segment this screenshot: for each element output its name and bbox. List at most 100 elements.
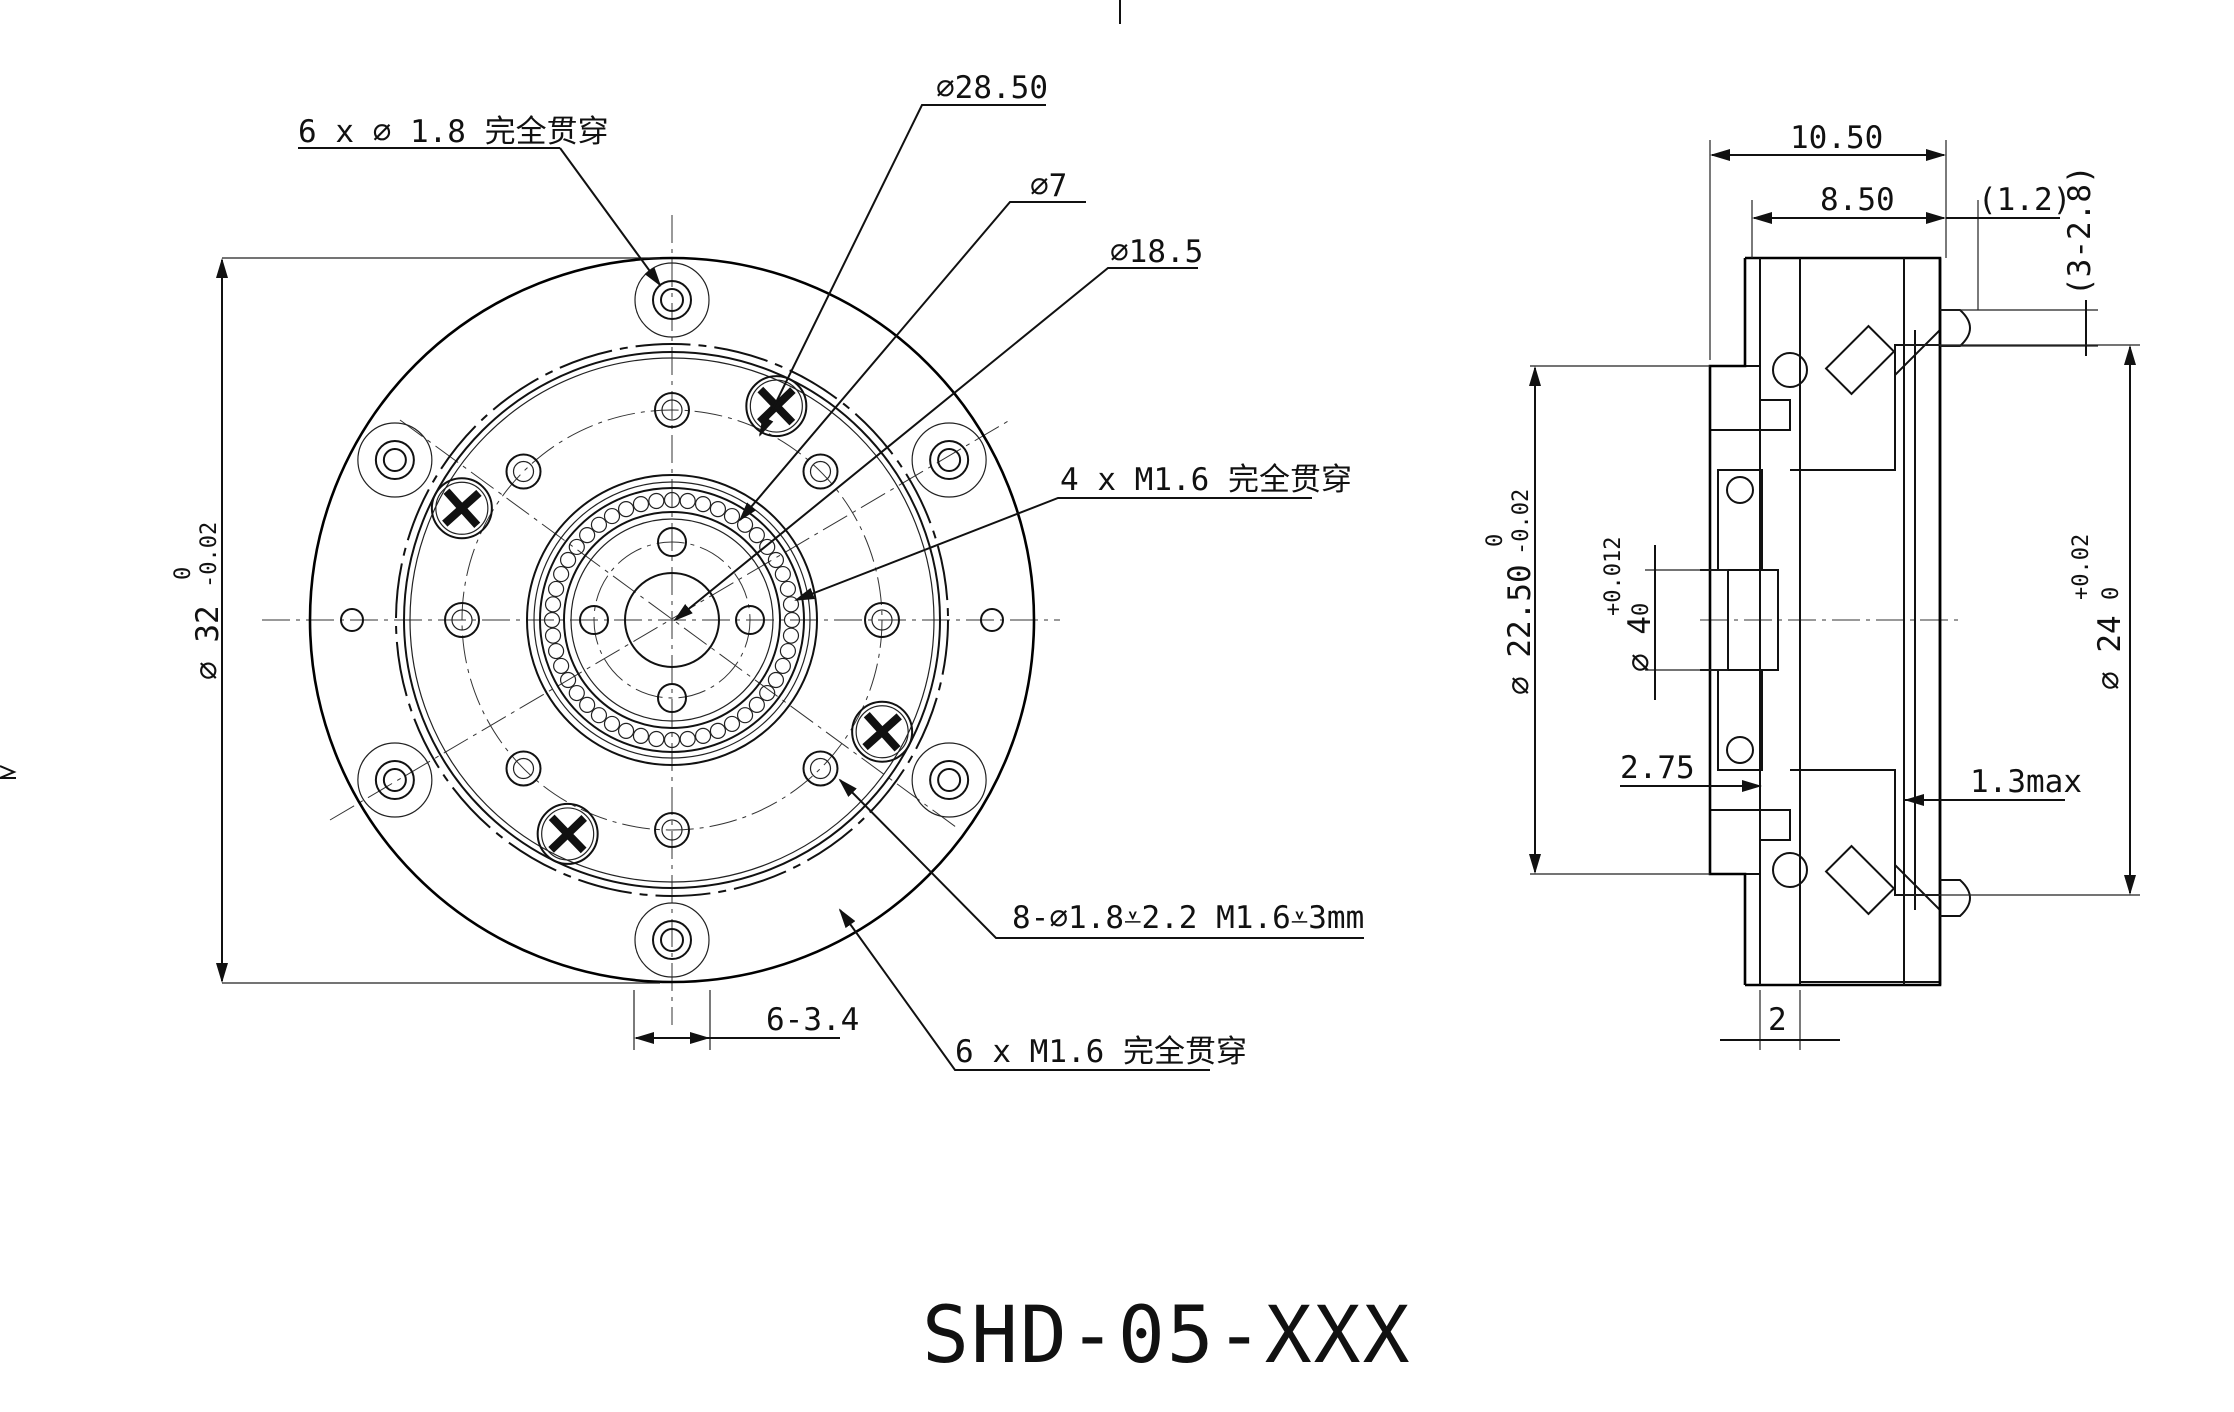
screw-head [430, 477, 493, 540]
roller [568, 684, 585, 702]
bolt-hole [654, 812, 690, 848]
flange-hole [652, 280, 692, 320]
flange-lug [357, 422, 433, 498]
bolt-hole [864, 602, 900, 638]
bolt-hole-inner [809, 460, 832, 483]
roller [748, 696, 765, 713]
roller [663, 731, 681, 749]
screw-head [536, 802, 599, 865]
bolt-hole-inner [512, 757, 535, 780]
roller [782, 627, 800, 644]
small-hole [660, 928, 684, 952]
small-hole [382, 768, 407, 792]
small-hole [980, 608, 1004, 632]
roller [590, 516, 608, 533]
outer-flange-circle [308, 256, 1036, 984]
bolt-hole-inner [661, 819, 683, 841]
bolt-hole [505, 750, 542, 787]
roller [544, 627, 562, 644]
roller [617, 722, 635, 739]
roller [559, 551, 577, 569]
small-hole [937, 448, 962, 472]
dim-cap-length: (1.2) [1978, 182, 2071, 218]
roller [544, 596, 562, 613]
roller [779, 642, 797, 660]
roller [709, 722, 727, 739]
drawing-title: SHD-05-XXX [922, 1291, 1412, 1381]
roller [679, 492, 696, 510]
roller [779, 580, 797, 598]
dim-slot-width: 6-3.4 [766, 1002, 859, 1038]
dim-bore-tol-upper: +0.012 [1601, 537, 1626, 616]
dim-flange-tol-lower: 0 [2099, 587, 2124, 600]
roller [579, 527, 596, 544]
dim-flange-diameter: ∅ 24 [2092, 615, 2128, 690]
dim-bore-diameter: ∅ 4 [1622, 616, 1658, 672]
flange-lug [911, 422, 987, 498]
roller [723, 507, 741, 525]
roller [759, 538, 776, 556]
callout-6x-m1-6-threads: 6 x M1.6 完全贯穿 [955, 1034, 1247, 1070]
roller [547, 580, 565, 598]
dim-housing-diameter: ∅ 22.50 [1502, 564, 1538, 695]
roller [559, 671, 577, 689]
bolt-hole-inner [809, 757, 832, 780]
callout-dia-18-5: ∅18.5 [1110, 234, 1203, 270]
flange-lug [911, 742, 987, 818]
hub-hole [657, 527, 687, 557]
bolt-hole-inner [871, 609, 893, 631]
hub-hole [579, 605, 609, 635]
dim-step: 2.75 [1620, 750, 1695, 786]
bolt-hole [444, 602, 480, 638]
bolt-hole [802, 453, 839, 490]
roller [767, 551, 785, 569]
roller [543, 611, 561, 629]
bolt-hole-inner [512, 460, 535, 483]
dim-flange-tol-upper: +0.02 [2069, 534, 2094, 600]
roller [663, 491, 681, 509]
roller [774, 565, 791, 583]
roller [723, 715, 741, 733]
front-view: ∅ 32 0 -0.02 6-3.4 6 x ∅ 1.8 完全贯穿 ∅28.50… [171, 70, 1364, 1071]
dim-outer-diameter: ∅ 32 [190, 605, 226, 680]
roller [679, 730, 696, 748]
small-hole [660, 288, 684, 312]
bolt-hole [802, 750, 839, 787]
dim-outer-tol-upper: 0 [171, 567, 196, 580]
flange-lug [634, 902, 710, 978]
flange-hole [374, 440, 415, 480]
flange-hole [652, 920, 692, 960]
callout-8x-holes: 8-∅1.8⩡2.2 M1.6⩡3mm [1012, 900, 1364, 936]
small-hole [340, 608, 364, 632]
dim-web-width: 2 [1768, 1002, 1787, 1038]
roller [603, 715, 621, 733]
roller [767, 671, 785, 689]
dim-housing-tol-upper: 0 [1483, 534, 1508, 547]
bolt-hole-inner [451, 609, 473, 631]
roller [553, 565, 570, 583]
roller [759, 684, 776, 702]
small-hole [382, 448, 407, 472]
screw-head [745, 375, 808, 438]
flange-hole [374, 760, 415, 800]
callout-4x-m1-6-threads: 4 x M1.6 完全贯穿 [1060, 462, 1352, 498]
roller [694, 495, 712, 513]
roller [709, 501, 727, 518]
roller [694, 727, 712, 745]
roller [603, 507, 621, 525]
roller [590, 707, 608, 724]
dim-pin-height: (3-2.8) [2062, 165, 2098, 296]
dim-housing-tol-lower: -0.02 [1509, 489, 1534, 555]
flange-hole [929, 440, 970, 480]
roller [632, 495, 650, 513]
roller [783, 611, 801, 629]
flange-lug [357, 742, 433, 818]
hub-hole [735, 605, 765, 635]
dim-body-length: 8.50 [1820, 182, 1895, 218]
roller [648, 730, 665, 748]
dim-total-length: 10.50 [1790, 120, 1883, 156]
bolt-hole-inner [661, 399, 683, 421]
dim-outer-tol-lower: -0.02 [197, 522, 222, 588]
roller [617, 501, 635, 518]
callout-dia-28-50: ∅28.50 [936, 70, 1048, 106]
